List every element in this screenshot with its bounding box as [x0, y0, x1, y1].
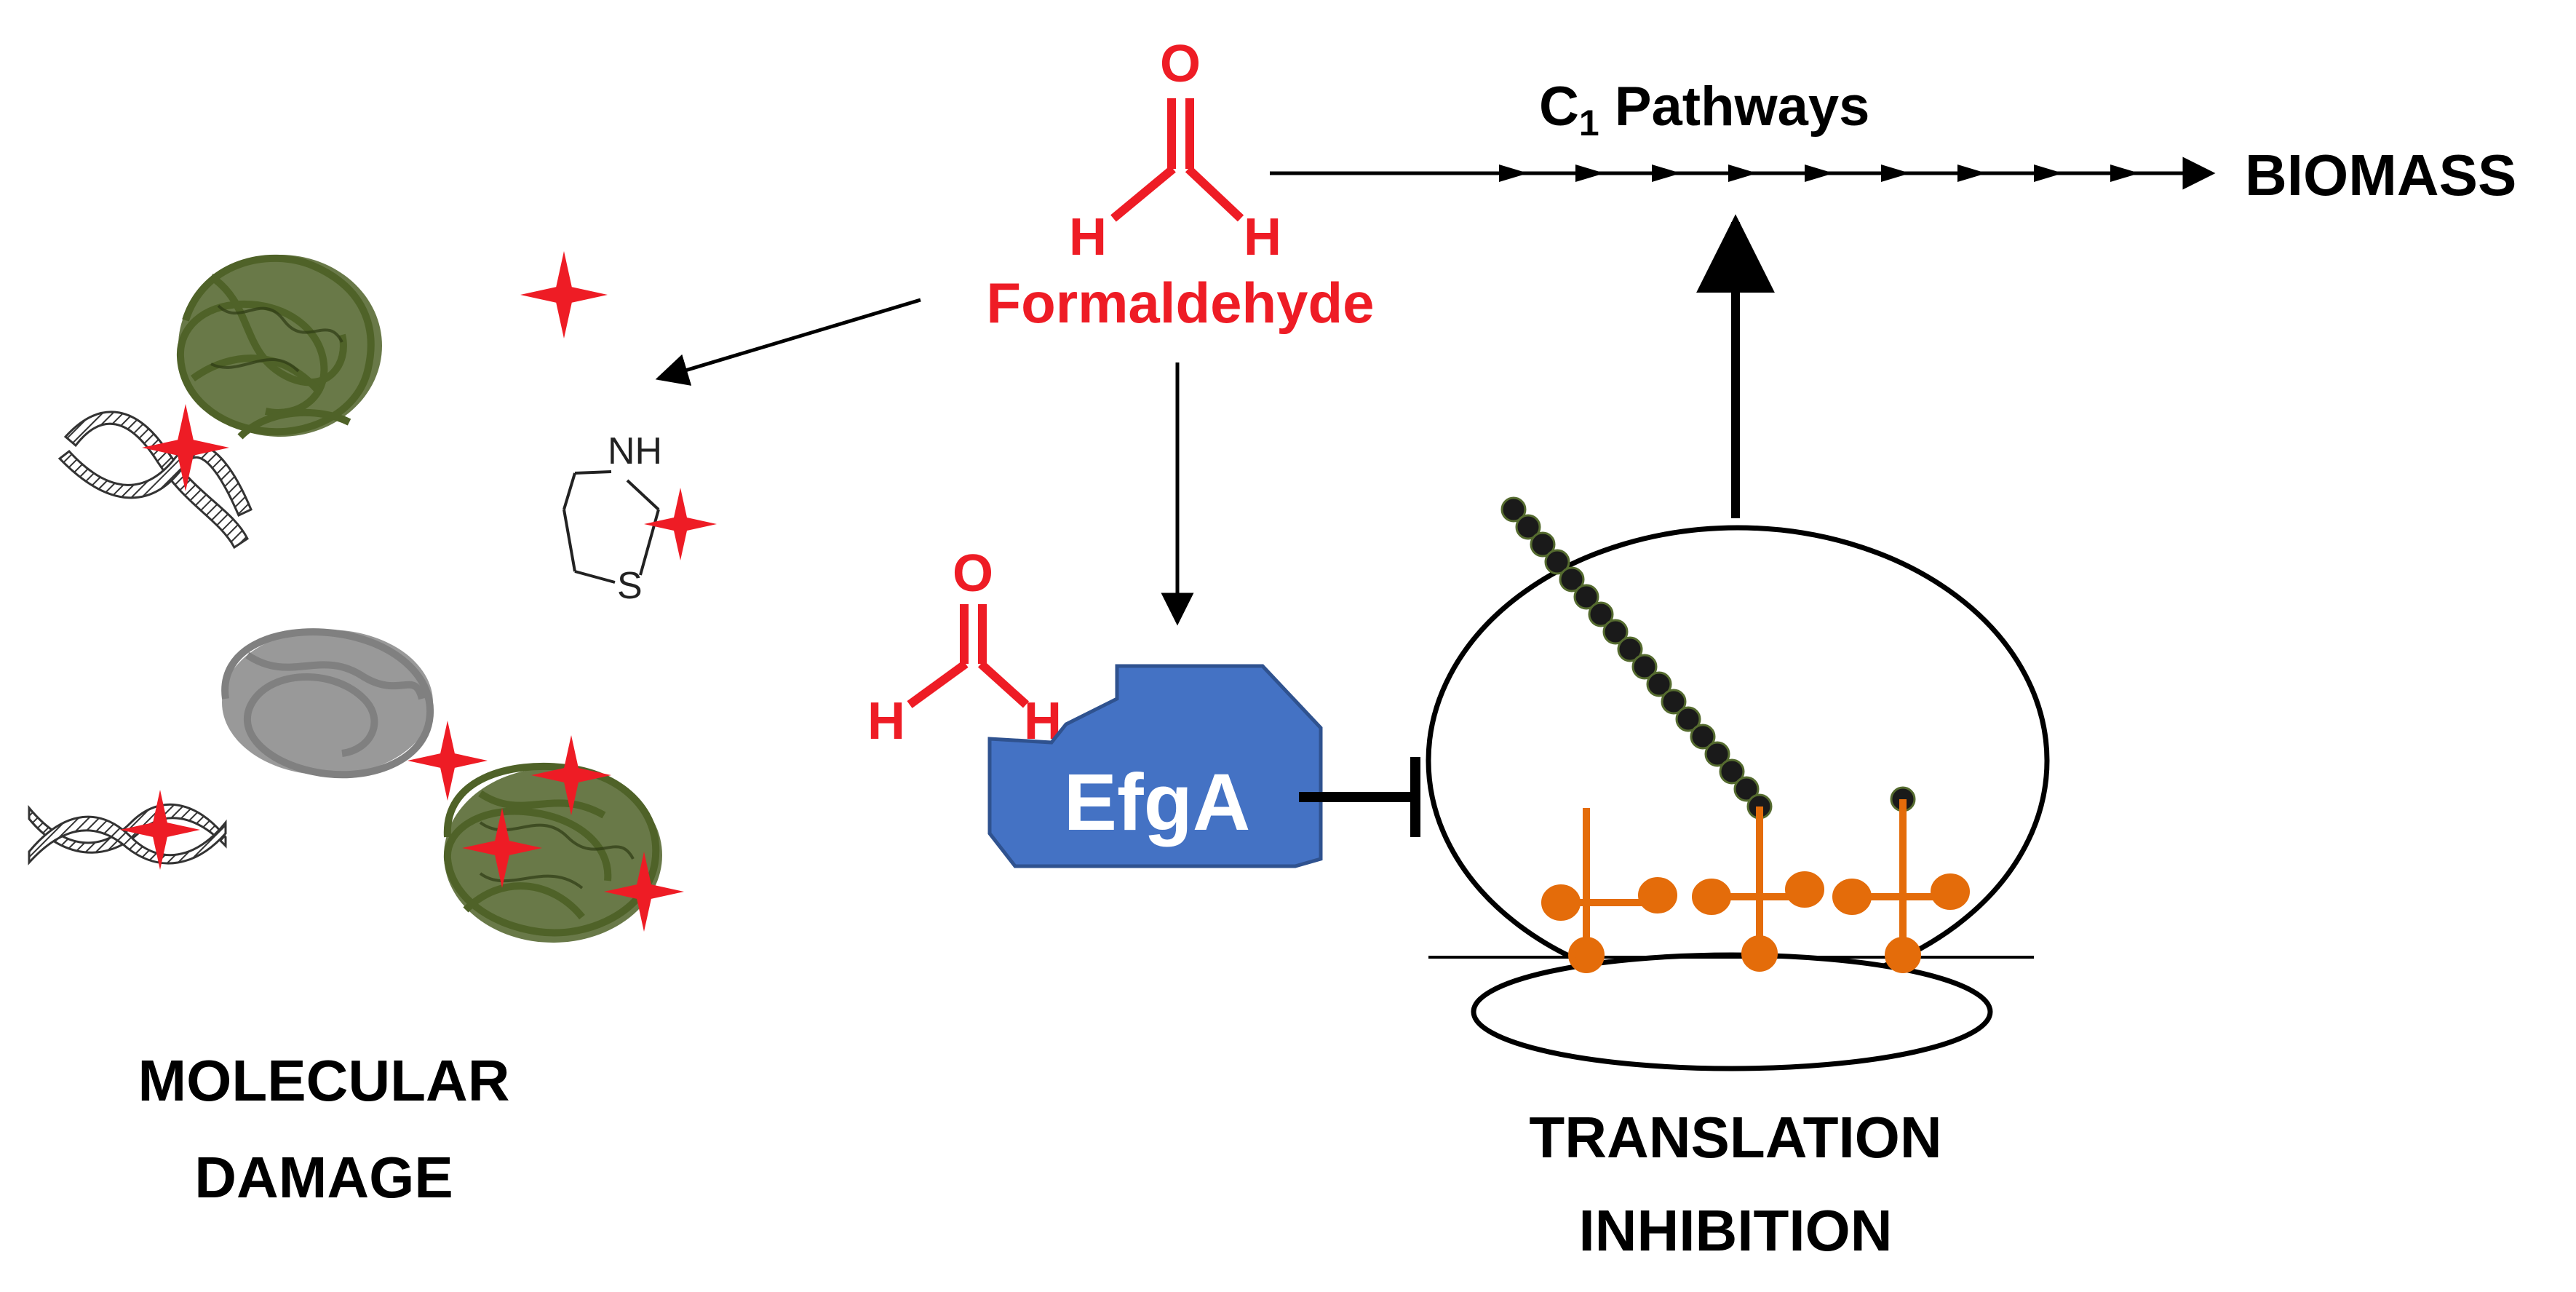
pathway-chevron — [1499, 165, 1528, 182]
pathway-chevron — [2034, 165, 2063, 182]
efga-shape — [987, 664, 1323, 868]
efga-bound-oxygen: O — [953, 544, 993, 603]
efga-protein: EfgA — [987, 664, 1323, 868]
efga-bound-formaldehyde: O H H — [867, 544, 1062, 750]
efga-label: EfgA — [1064, 758, 1251, 847]
formaldehyde-label: Formaldehyde — [986, 271, 1374, 335]
ribosome-small-subunit — [1471, 952, 1993, 1071]
pathway-chevron — [1728, 165, 1757, 182]
pathway-chevron — [2110, 165, 2139, 182]
ch-bond-left — [1110, 165, 1176, 222]
thiazolidine-adduct: NH S — [562, 430, 662, 607]
oxygen-atom: O — [1160, 35, 1201, 93]
biomass-label: BIOMASS — [2245, 143, 2516, 207]
damage-label-line1: MOLECULAR — [138, 1048, 509, 1113]
inhibition-symbol — [1299, 757, 1420, 837]
arrow-to-damage — [655, 298, 921, 386]
translation-label-line1: TRANSLATION — [1529, 1105, 1941, 1170]
pathway-chevron — [1957, 165, 1987, 182]
trna-a-site — [1832, 799, 1970, 973]
c1-pathway: C1 Pathways BIOMASS — [1270, 76, 2516, 207]
trna-e-site — [1541, 808, 1677, 973]
pathway-chevron — [1805, 165, 1834, 182]
damage-star — [644, 488, 717, 560]
trna-p-site — [1692, 806, 1824, 972]
formaldehyde-structure: O H H Formaldehyde — [986, 35, 1374, 335]
translation-label-line2: INHIBITION — [1578, 1198, 1892, 1263]
dna-helix-top — [57, 411, 253, 550]
c1-label-subscript: 1 — [1579, 103, 1599, 143]
c1-label-rest: Pathways — [1599, 76, 1870, 138]
sulfur-atom: S — [617, 565, 643, 607]
damaged-protein-top — [176, 254, 382, 440]
damage-label-line2: DAMAGE — [194, 1145, 453, 1210]
damaged-protein-bottom — [443, 762, 662, 943]
dna-helix-bottom — [28, 803, 227, 865]
pathway-chevron — [1575, 165, 1605, 182]
hydrogen-atom-left: H — [1069, 208, 1107, 266]
pathway-chevron — [1881, 165, 1910, 182]
damage-star — [520, 251, 608, 338]
efga-bound-hydrogen-left: H — [867, 692, 905, 750]
c1-pathways-label: C1 Pathways — [1539, 76, 1869, 143]
nascent-peptide — [1500, 496, 1773, 820]
c1-label-c: C — [1539, 76, 1579, 138]
nh-group: NH — [608, 430, 662, 472]
pathway-chevron — [1652, 165, 1681, 182]
ch-bond-right — [1185, 165, 1244, 222]
pathway-chevrons — [1499, 165, 2139, 182]
hydrogen-atom-right: H — [1244, 208, 1281, 266]
native-protein — [221, 628, 434, 779]
